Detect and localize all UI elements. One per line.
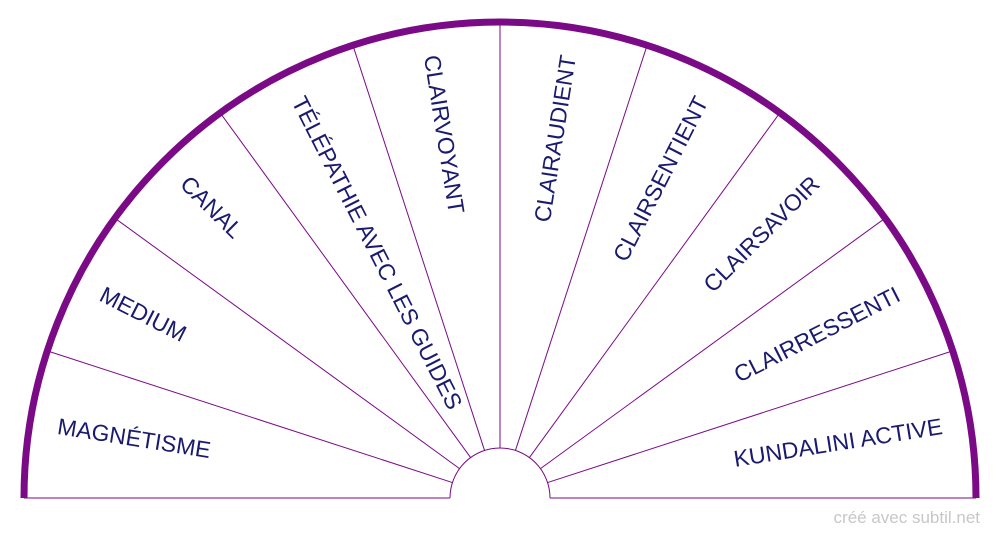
sector-label: CLAIRRESSENTI xyxy=(730,281,905,387)
sector-label: CANAL xyxy=(175,171,248,244)
sector-label: CLAIRAUDIENT xyxy=(529,53,581,224)
sector-divider xyxy=(114,217,460,470)
sector-label: MAGNÉTISME xyxy=(56,413,213,463)
sector-divider xyxy=(547,350,953,484)
sector-label: KUNDALINI ACTIVE xyxy=(732,413,944,472)
sector-label: MEDIUM xyxy=(96,281,191,347)
sector-divider xyxy=(514,45,648,451)
sector-label: CLAIRVOYANT xyxy=(419,53,470,215)
outer-arc xyxy=(20,18,980,499)
credit-text: créé avec subtil.net xyxy=(833,508,980,527)
sector-label: CLAIRSAVOIR xyxy=(698,171,825,298)
sector-dividers xyxy=(24,22,976,499)
sector-divider xyxy=(540,217,886,470)
sector-divider xyxy=(352,45,486,451)
sector-divider xyxy=(219,112,472,458)
sector-divider xyxy=(528,112,781,458)
center-hub xyxy=(449,447,551,499)
sector-divider xyxy=(47,350,453,484)
